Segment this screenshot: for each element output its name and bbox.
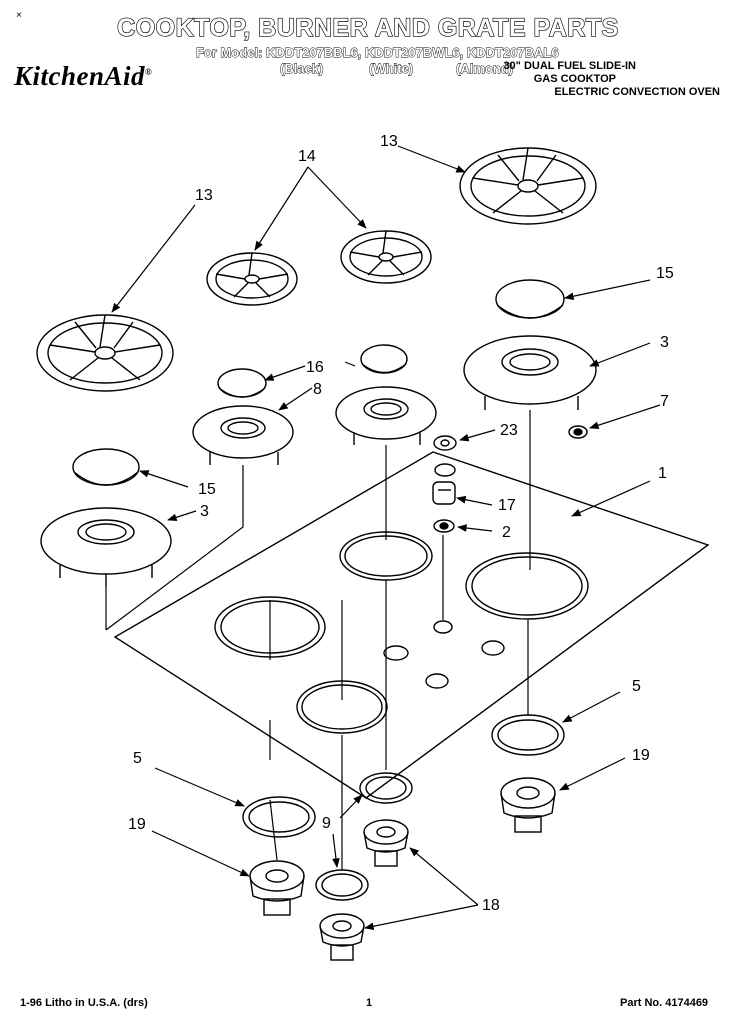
brand-name: KitchenAid: [14, 61, 146, 91]
callout-3-right: 3: [660, 334, 669, 351]
callout-16: 16: [306, 359, 324, 376]
callout-19-right: 19: [632, 747, 650, 764]
page-title: COOKTOP, BURNER AND GRATE PARTS: [117, 13, 619, 42]
burner-assembly-18-top: [363, 819, 409, 867]
registered-mark: ®: [145, 67, 153, 77]
burner-base-small-center: [335, 386, 437, 445]
callout-7: 7: [660, 393, 669, 410]
grate-large-left: [36, 314, 174, 392]
trim-ring-9-top: [359, 772, 413, 804]
burner-assembly-19-left: [249, 860, 305, 916]
subtitle-line-3: ELECTRIC CONVECTION OVEN: [554, 86, 720, 98]
callout-23: 23: [500, 422, 518, 439]
valve-knob-17: [432, 481, 456, 505]
grate-small-left: [206, 252, 298, 306]
burner-base-small-left: [192, 405, 294, 465]
color-black-label: (Black): [280, 61, 324, 77]
burner-cap-left: [72, 448, 140, 486]
trim-ring-5-right: [491, 714, 565, 756]
callout-18: 18: [482, 897, 500, 914]
trim-ring-9-bottom: [315, 869, 369, 901]
washer-23: [433, 435, 457, 451]
callout-13-right: 13: [380, 133, 398, 150]
color-white-label: (White): [369, 61, 414, 77]
assembly-guide-lines: [105, 410, 531, 870]
callout-15-right: 15: [656, 265, 674, 282]
callout-5-right: 5: [632, 678, 641, 695]
burner-cap-right: [495, 279, 565, 319]
callout-15-left: 15: [198, 481, 216, 498]
callout-9: 9: [322, 815, 331, 832]
burner-cap-small-center: [360, 344, 408, 374]
callout-1: 1: [658, 465, 667, 482]
grate-large-right: [459, 147, 597, 225]
burner-base-right: [463, 335, 597, 410]
burner-cap-small-left: [217, 368, 267, 398]
subtitle-line-1: 30" DUAL FUEL SLIDE-IN: [503, 60, 636, 72]
grate-small-center: [340, 230, 432, 284]
color-almond-label: (Almond): [456, 61, 514, 77]
subtitle-line-2: GAS COOKTOP: [533, 73, 616, 85]
callout-2: 2: [502, 524, 511, 541]
corner-mark: ×: [16, 10, 22, 21]
callout-19-left: 19: [128, 816, 146, 833]
callout-17: 17: [498, 497, 516, 514]
seal-2: [433, 519, 455, 533]
grommet: [434, 463, 456, 477]
leader-lines: [111, 145, 661, 931]
burner-assembly-18-bottom: [319, 913, 365, 961]
callout-5-left: 5: [133, 750, 142, 767]
callout-labels: 13 14 13 15 16 8 3 7 23 1 15 3 17 2 5 5 …: [128, 133, 674, 914]
burner-assembly-19-right: [500, 777, 556, 833]
burner-base-left: [40, 507, 172, 586]
footer-page-number: 1: [366, 997, 373, 1009]
trim-ring-5-left: [242, 796, 316, 838]
nut-7: [568, 425, 588, 439]
footer-litho: 1-96 Litho in U.S.A. (drs): [20, 997, 148, 1009]
callout-14: 14: [298, 148, 316, 165]
kitchenaid-logo: KitchenAid®: [14, 61, 152, 92]
callout-3-left: 3: [200, 503, 209, 520]
callout-8: 8: [313, 381, 322, 398]
footer-part-number: Part No. 4174469: [620, 997, 709, 1009]
model-numbers: For Model: KDDT207BBL6, KDDT207BWL6, KDD…: [196, 45, 560, 61]
callout-13-left: 13: [195, 187, 213, 204]
